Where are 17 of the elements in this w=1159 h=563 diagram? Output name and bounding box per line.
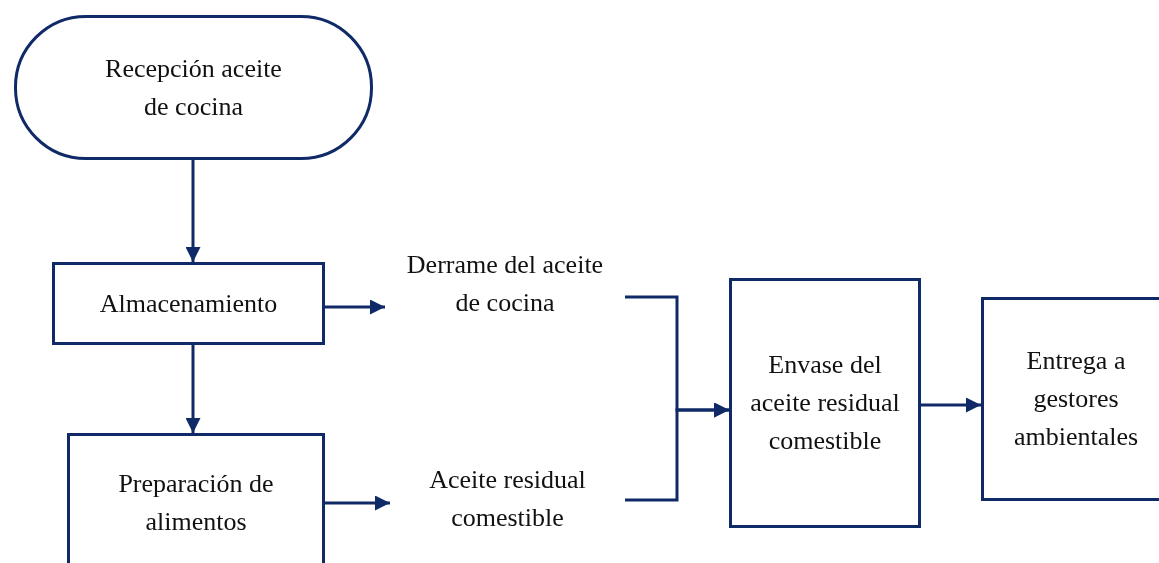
output-label: Derrame del aceite de cocina	[385, 246, 625, 322]
arrow	[185, 345, 201, 433]
node-text: Almacenamiento	[99, 287, 278, 320]
process-box	[729, 278, 921, 528]
arrow	[325, 495, 390, 511]
node-text: Envase del aceite residual comestible	[750, 349, 900, 457]
arrow	[185, 160, 201, 262]
node-text: Recepción aceite de cocina	[104, 52, 283, 123]
node-text: Preparación de alimentos	[117, 468, 275, 538]
process-box	[981, 297, 1159, 501]
arrow	[921, 397, 981, 413]
output-label: Aceite residual comestible	[390, 460, 625, 538]
process-box	[67, 433, 325, 563]
arrow	[325, 299, 385, 315]
arrow	[625, 402, 729, 502]
node-text: Entrega a gestores ambientales	[1012, 345, 1140, 453]
process-box	[52, 262, 325, 345]
